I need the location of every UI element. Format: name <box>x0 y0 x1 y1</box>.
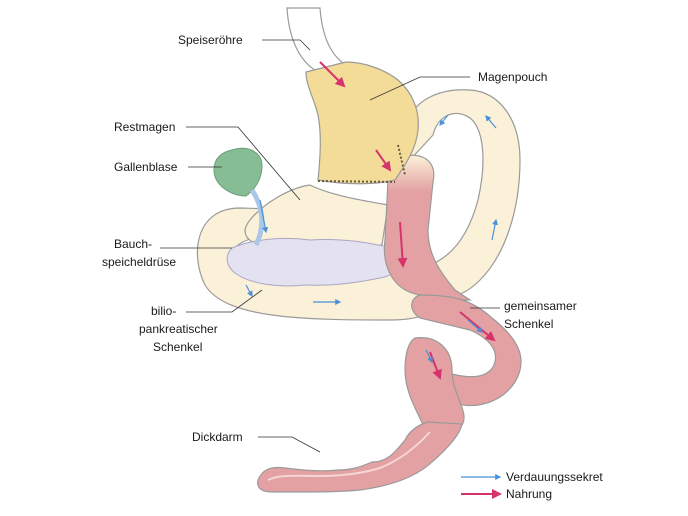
label-bilio-1: bilio- <box>151 304 176 318</box>
secretion-arrow <box>485 115 497 129</box>
anastomosis-staples <box>397 144 406 176</box>
food-arrow <box>459 311 496 342</box>
staple-line <box>317 180 396 183</box>
secretion-arrow <box>259 199 269 234</box>
label-pancreas-2: speicheldrüse <box>102 255 176 269</box>
colon <box>257 421 463 493</box>
label-gallbladder: Gallenblase <box>114 160 178 174</box>
bile-duct <box>249 188 265 247</box>
legend-secretion-label: Verdauungssekret <box>506 470 603 484</box>
secretion-arrow <box>439 114 449 126</box>
label-colon: Dickdarm <box>192 430 243 444</box>
secretion-arrows <box>245 114 499 364</box>
legend: Verdauungssekret Nahrung <box>461 470 603 501</box>
food-arrow <box>319 61 346 88</box>
secretion-arrow <box>491 218 499 241</box>
label-bilio-2: pankreatischer <box>139 322 218 336</box>
food-arrows <box>319 61 496 380</box>
label-esophagus: Speiseröhre <box>178 33 243 47</box>
label-remnant: Restmagen <box>114 120 175 134</box>
leader-lines <box>160 39 500 453</box>
label-pancreas-1: Bauch- <box>114 237 152 251</box>
label-pouch: Magenpouch <box>478 70 547 84</box>
label-common-2: Schenkel <box>504 317 553 331</box>
food-arrow <box>397 221 408 268</box>
label-bilio-3: Schenkel <box>153 340 202 354</box>
colon-haustra <box>267 431 431 481</box>
legend-food-label: Nahrung <box>506 487 552 501</box>
food-arrow <box>375 149 392 172</box>
pancreas <box>226 237 402 287</box>
gallbladder <box>213 147 263 197</box>
secretion-arrow <box>425 349 433 364</box>
food-arrow <box>429 351 442 380</box>
secretion-arrow <box>467 319 483 333</box>
gastric-pouch <box>305 61 419 185</box>
label-common-1: gemeinsamer <box>504 299 577 313</box>
secretion-arrow <box>245 284 253 298</box>
